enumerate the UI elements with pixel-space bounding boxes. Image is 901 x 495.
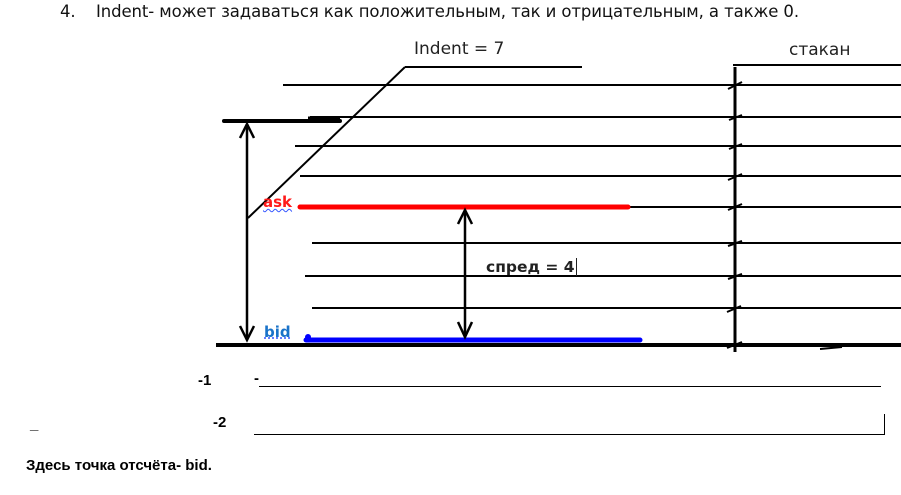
row2-dash: _ [30,416,39,433]
row1-underline [259,372,881,387]
axis-ticks [726,81,843,350]
row2-blank [254,414,885,435]
bid-label: bid [264,323,291,341]
row2-number: -2 [213,414,227,431]
indent-diagonal [247,66,406,219]
spread-label: спред = 4 [486,258,577,276]
row1-blank: - [254,370,881,387]
stakan-label: стакан [789,40,851,60]
ask-label: ask [263,193,293,211]
heading-number: 4. [60,2,76,21]
section-heading: 4. Indent- может задаваться как положител… [60,2,799,21]
heading-text: Indent- может задаваться как положительн… [96,2,799,21]
indent-label: Indent = 7 [414,39,505,59]
row1-prefix: - [254,370,259,387]
row1-number: -1 [198,372,212,389]
reference-note: Здесь точка отсчёта- bid. [26,457,212,474]
row2-underline [254,414,885,435]
